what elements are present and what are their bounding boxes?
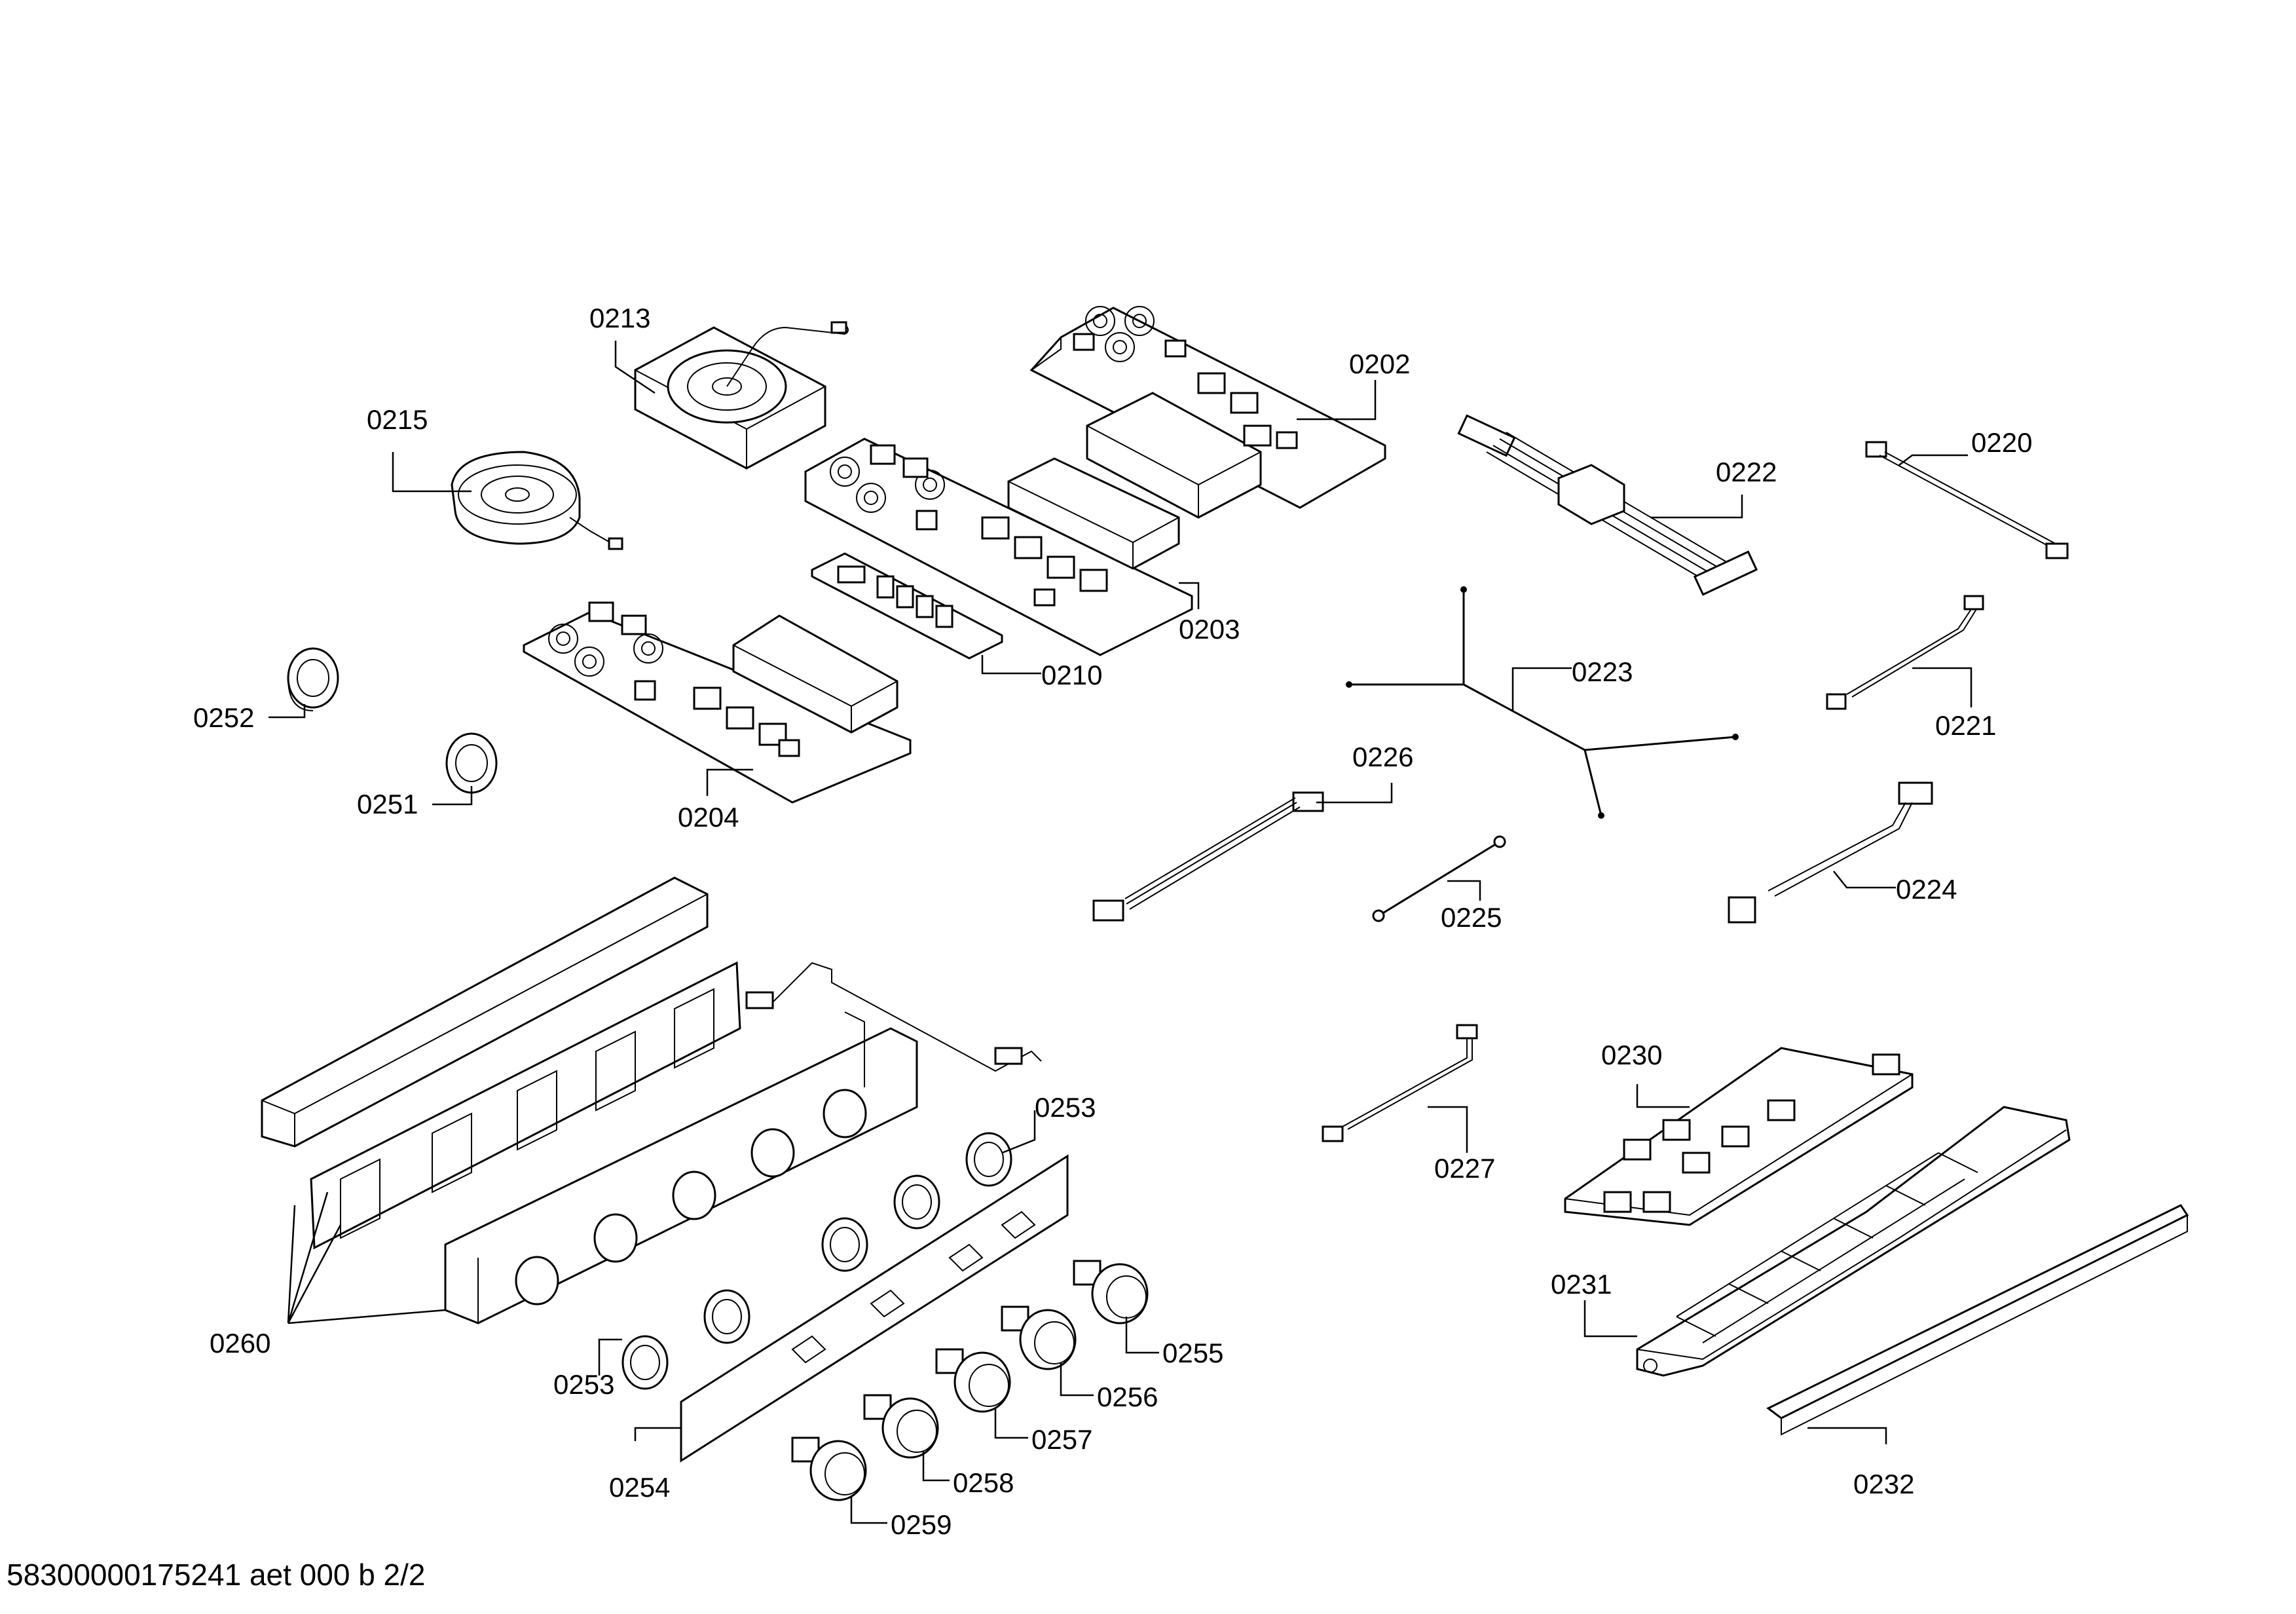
label-0259: 0259: [891, 1509, 952, 1540]
part-knobs: [791, 1260, 1149, 1501]
part-0210-filter-board: [811, 552, 1003, 660]
part-0215-fan-housing: [451, 451, 623, 550]
label-0215: 0215: [367, 404, 428, 435]
label-0231: 0231: [1551, 1269, 1612, 1300]
part-number-labels: 0213 0215 0202 0222 0220 0203 0210 0252 …: [7, 303, 2032, 1592]
label-0232: 0232: [1853, 1469, 1914, 1499]
label-0230: 0230: [1601, 1040, 1662, 1070]
part-0251-ring: [445, 732, 498, 794]
label-0227: 0227: [1434, 1153, 1495, 1184]
part-0254-front-panel: [444, 1011, 1069, 1463]
label-0255: 0255: [1162, 1338, 1223, 1368]
label-0222: 0222: [1716, 457, 1777, 487]
part-0221-cable: [1826, 595, 1984, 710]
knob-0257: [935, 1348, 1011, 1413]
label-0253-lower: 0253: [553, 1369, 614, 1400]
label-0204: 0204: [678, 802, 739, 833]
label-0223: 0223: [1572, 656, 1633, 687]
part-0204-power-board: [523, 601, 912, 804]
part-0252-ring: [287, 647, 339, 711]
label-0221: 0221: [1935, 710, 1996, 741]
part-0224-cable: [1728, 781, 1933, 924]
part-0203-power-board: [804, 438, 1193, 656]
label-0203: 0203: [1179, 614, 1240, 645]
label-0226: 0226: [1352, 741, 1413, 772]
part-0260-control-panel-assembly: [261, 876, 1042, 1250]
knob-0258: [863, 1394, 939, 1459]
label-0257: 0257: [1031, 1424, 1092, 1455]
knob-0259: [791, 1436, 867, 1501]
part-0253-bezel-rings: [621, 1132, 1012, 1390]
label-0213: 0213: [589, 303, 650, 333]
part-0225-ground-strap: [1372, 835, 1506, 922]
leader-lines: [268, 341, 1972, 1524]
knob-0256: [1001, 1305, 1077, 1370]
label-0258: 0258: [953, 1467, 1014, 1498]
part-0226-cable: [1092, 791, 1324, 922]
part-0213-fan: [634, 321, 849, 470]
label-0224: 0224: [1896, 874, 1957, 905]
part-0202-power-board: [1029, 306, 1386, 519]
label-0256: 0256: [1097, 1381, 1158, 1412]
part-0223-ground-wire: [1346, 586, 1739, 819]
document-reference: 58300000175241 aet 000 b 2/2: [7, 1558, 426, 1592]
label-0252: 0252: [193, 702, 254, 733]
label-0220: 0220: [1971, 427, 2032, 458]
label-0253-upper: 0253: [1035, 1092, 1096, 1123]
part-0222-ribbon-cable: [1457, 414, 1758, 596]
label-0260: 0260: [210, 1328, 270, 1359]
part-0230-control-board: [1564, 1047, 1914, 1226]
part-0231-frame: [1636, 1106, 2071, 1377]
label-0225: 0225: [1441, 902, 1502, 933]
part-0227-cable: [1322, 1024, 1478, 1142]
label-0210: 0210: [1041, 660, 1102, 690]
label-0202: 0202: [1349, 348, 1410, 379]
part-0220-cable: [1865, 441, 2069, 559]
label-0251: 0251: [357, 789, 418, 819]
part-0232-rail: [1766, 1204, 2189, 1436]
knob-0255: [1073, 1260, 1149, 1324]
label-0254: 0254: [609, 1472, 670, 1503]
